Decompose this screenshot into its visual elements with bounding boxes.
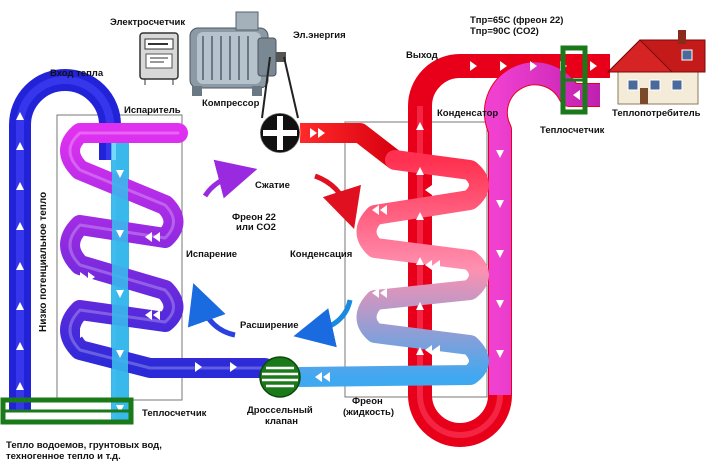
electric-meter-label: Электросчетчик bbox=[110, 17, 186, 28]
el-energy-label: Эл.энергия bbox=[293, 30, 346, 41]
evaporator-label: Испаритель bbox=[124, 105, 181, 116]
refrigerant-label-1: Фреон 22 bbox=[232, 212, 276, 223]
expansion-label: Расширение bbox=[240, 320, 299, 331]
compressor-symbol bbox=[259, 112, 301, 154]
heat-meter-bottom-icon bbox=[0, 397, 134, 425]
freon-liquid-label-1: Фреон bbox=[352, 396, 383, 407]
cycle-arrows bbox=[187, 159, 361, 348]
refrigerant-label-2: или CO2 bbox=[236, 222, 276, 233]
output-label: Выход bbox=[406, 50, 438, 61]
heat-sources-label-2: техногенное тепло и т.д. bbox=[6, 451, 121, 462]
compressor-motor bbox=[189, 11, 286, 96]
heat-consumer-label: Теплопотребитель bbox=[612, 108, 701, 119]
temp-co2-label: Tпр=90C (CO2) bbox=[470, 26, 539, 37]
condenser-coil bbox=[290, 150, 489, 387]
throttle-valve-symbol bbox=[259, 356, 301, 398]
evaporator-coil bbox=[60, 123, 275, 378]
heat-meter-bottom-label: Теплосчетчик bbox=[142, 408, 207, 419]
throttle-valve-label-1: Дроссельный bbox=[247, 405, 313, 416]
heat-input-label: Вход тепла bbox=[50, 68, 104, 79]
compressor-label: Компрессор bbox=[202, 98, 260, 109]
heat-meter-top-icon bbox=[560, 45, 588, 115]
throttle-valve-label-2: клапан bbox=[265, 416, 298, 427]
heat-sources-label-1: Тепло водоемов, грунтовых вод, bbox=[6, 440, 162, 451]
freon-liquid-label-2: (жидкость) bbox=[343, 407, 395, 418]
evaporation-label: Испарение bbox=[186, 249, 238, 260]
electric-meter-icon bbox=[139, 32, 179, 85]
compression-label: Сжатие bbox=[255, 180, 290, 191]
house-icon bbox=[606, 30, 706, 105]
flow-arrows bbox=[16, 61, 597, 413]
condensation-label: Конденсация bbox=[290, 249, 353, 260]
heat-meter-top-label: Теплосчетчик bbox=[540, 125, 605, 136]
temp-freon22-label: Tпр=65C (фреон 22) bbox=[470, 15, 564, 26]
low-potential-heat-label: Низко потенциальное тепло bbox=[38, 191, 49, 332]
condenser-label: Конденсатор bbox=[437, 108, 499, 119]
drive-belt bbox=[261, 56, 299, 119]
